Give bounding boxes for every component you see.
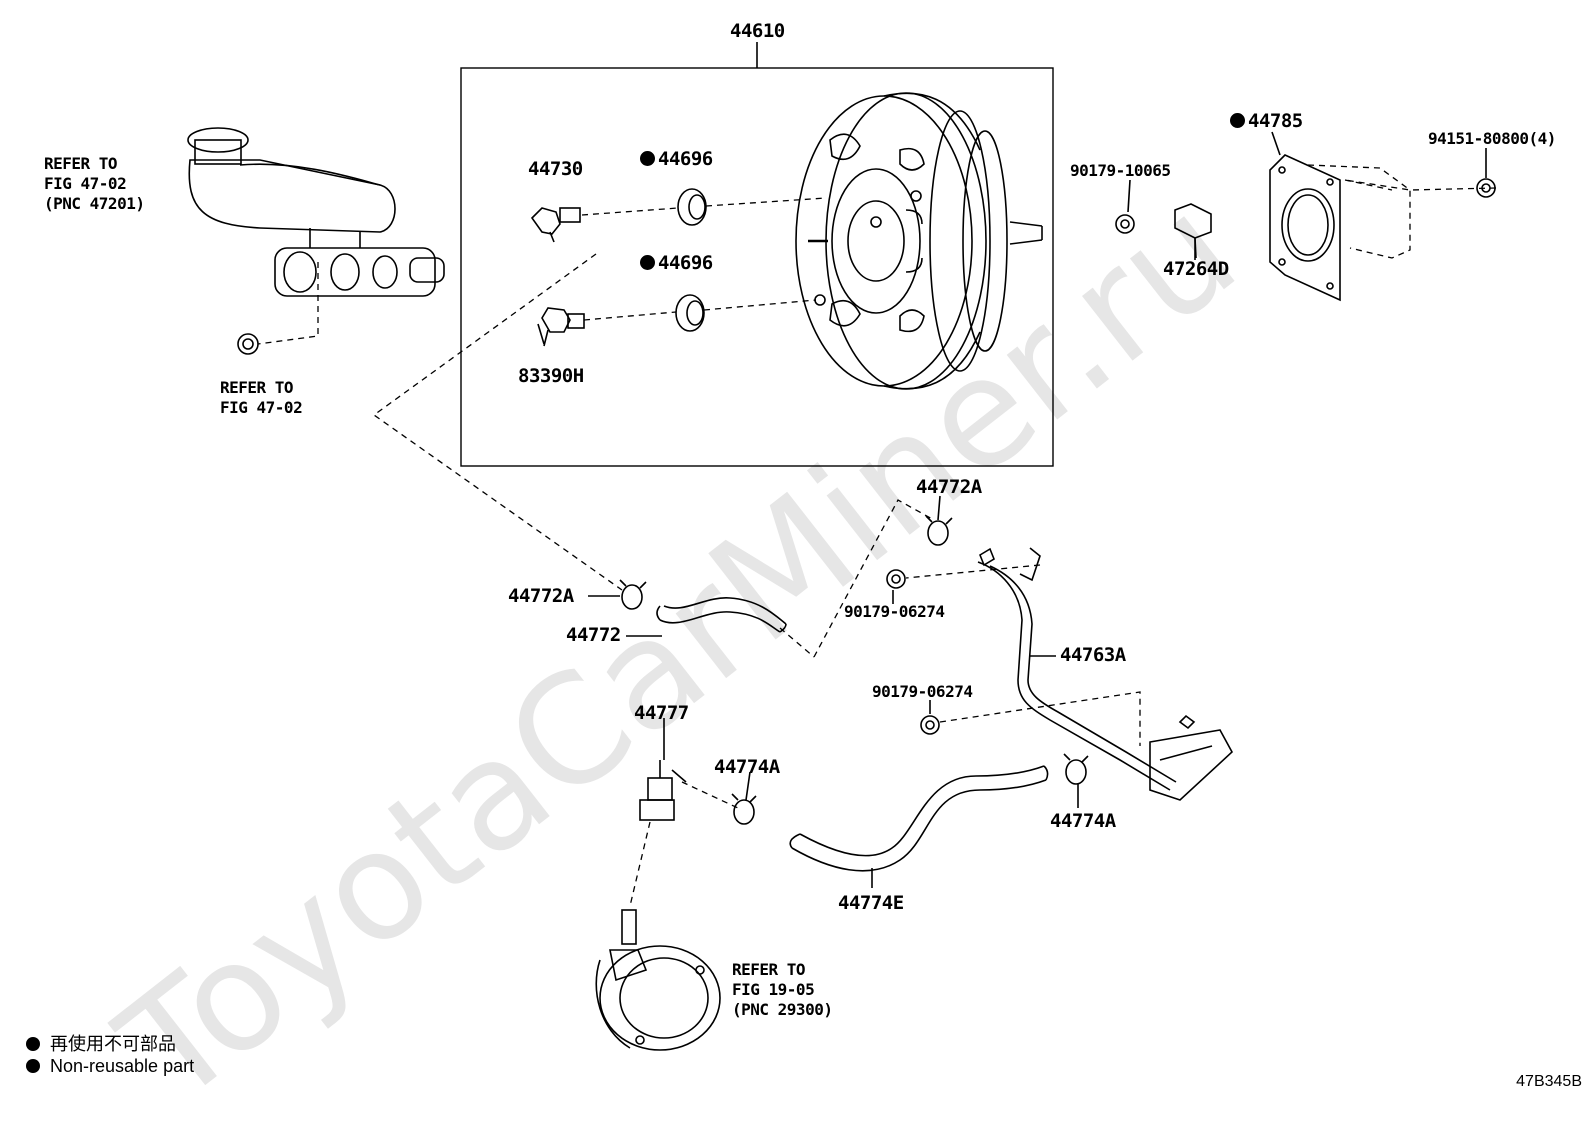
gasket-44785 <box>1269 154 1341 302</box>
label-44772: 44772 <box>566 624 621 646</box>
label-44785: 44785 <box>1230 112 1303 131</box>
label-94151-80800: 94151-80800(4) <box>1428 129 1556 148</box>
valve-44777 <box>639 760 687 821</box>
label-44730: 44730 <box>528 158 583 180</box>
label-44772a-left: 44772A <box>508 585 574 607</box>
non-reusable-dot-icon <box>640 151 655 166</box>
bracket-47264d <box>1174 203 1212 260</box>
master-cylinder <box>187 127 445 297</box>
label-44696-lower: 44696 <box>640 254 713 273</box>
grommet-44696-upper <box>677 188 707 226</box>
non-reusable-dot-icon <box>1230 113 1245 128</box>
clamp-44774a-right <box>1063 753 1089 785</box>
check-valve-44730 <box>530 207 581 243</box>
vacuum-pump <box>595 909 721 1051</box>
label-90179-06274-upper: 90179-06274 <box>844 602 945 621</box>
clamp-44772a-top <box>925 515 953 546</box>
reference-master-cylinder: REFER TO FIG 47-02 (PNC 47201) <box>44 154 145 213</box>
label-44610: 44610 <box>730 20 785 42</box>
leader-44774a-left <box>745 771 751 801</box>
grommet-44696-lower <box>675 294 705 332</box>
clamp-44774a-left <box>731 793 757 825</box>
sensor-83390h <box>537 307 585 347</box>
leader-44785 <box>1271 131 1281 156</box>
nut-90179-06274-lower <box>920 715 940 735</box>
pipe-44763a <box>977 547 1234 801</box>
legend-line-english: Non-reusable part <box>26 1056 194 1077</box>
hose-44772 <box>659 597 787 633</box>
label-44696-upper: 44696 <box>640 150 713 169</box>
label-90179-06274-lower: 90179-06274 <box>872 682 973 701</box>
reference-vacuum-pump: REFER TO FIG 19-05 (PNC 29300) <box>732 960 833 1019</box>
label-44777: 44777 <box>634 702 689 724</box>
legend-line-japanese: 再使用不可部品 <box>26 1030 176 1056</box>
label-44774a-right: 44774A <box>1050 810 1116 832</box>
nut-90179-10065 <box>1115 214 1135 234</box>
label-83390h: 83390H <box>518 365 584 387</box>
leader-44772a-top <box>937 495 941 521</box>
parts-diagram <box>187 42 1497 1051</box>
non-reusable-dot-icon <box>26 1037 40 1051</box>
label-90179-10065: 90179-10065 <box>1070 161 1171 180</box>
nut-master-cylinder <box>237 333 259 355</box>
label-44763a: 44763A <box>1060 644 1126 666</box>
nut-90179-06274-upper <box>886 569 906 589</box>
label-44774e: 44774E <box>838 892 904 914</box>
leader-47264d <box>1194 237 1197 259</box>
label-44772a-top: 44772A <box>916 476 982 498</box>
non-reusable-dot-icon <box>26 1059 40 1073</box>
hose-44774e <box>791 765 1047 872</box>
label-47264d: 47264D <box>1163 258 1229 280</box>
reference-nut: REFER TO FIG 47-02 <box>220 378 303 417</box>
leader-90179-10065 <box>1127 179 1131 213</box>
clamp-44772a-left <box>619 579 647 610</box>
label-44774a-left: 44774A <box>714 756 780 778</box>
figure-code: 47B345B <box>1516 1073 1582 1090</box>
non-reusable-dot-icon <box>640 255 655 270</box>
brake-booster <box>795 92 1043 390</box>
